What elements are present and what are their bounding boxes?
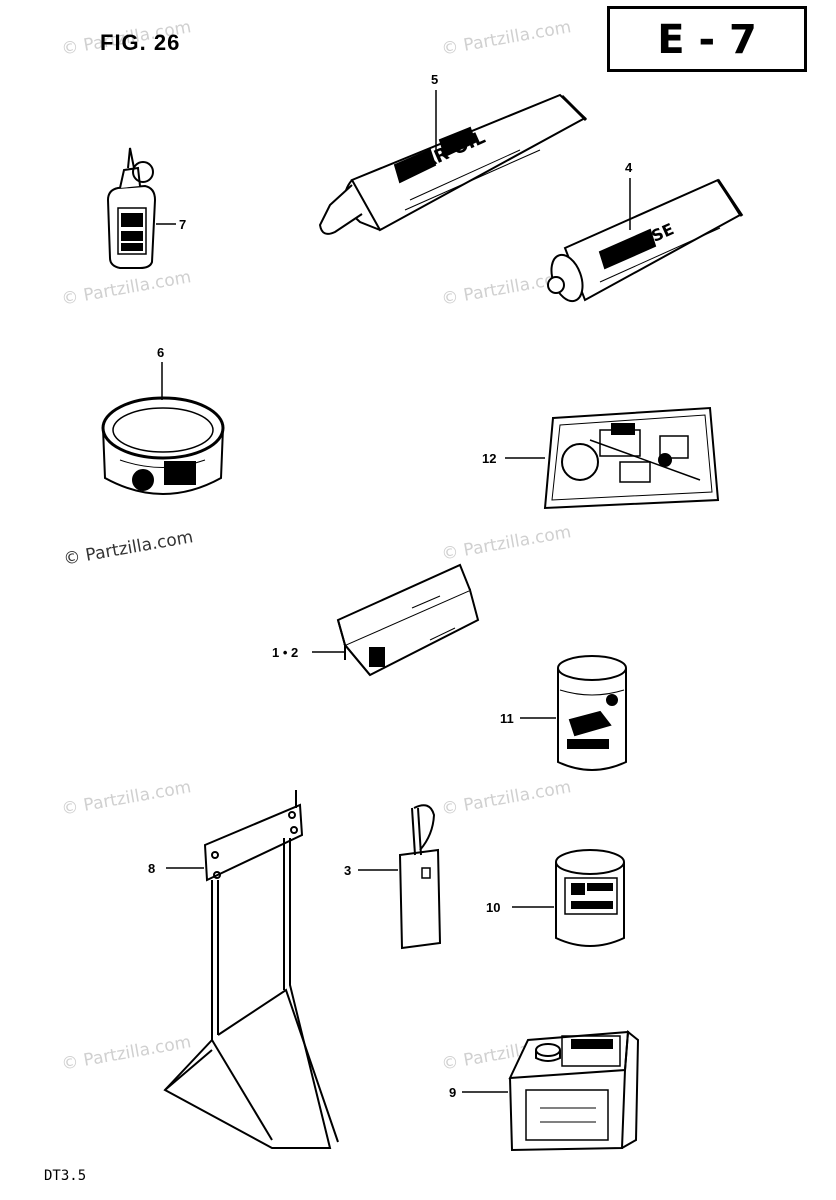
applicator-packet[interactable] — [398, 804, 442, 950]
callout-4: 4 — [625, 160, 633, 175]
oil-bottle[interactable] — [106, 147, 157, 269]
callout-7: 7 — [179, 217, 186, 232]
callout-1-2: 1 • 2 — [272, 645, 298, 660]
figure-label: FIG. 26 — [100, 30, 181, 55]
round-can[interactable] — [101, 396, 225, 495]
spark-plug-box[interactable] — [336, 563, 480, 677]
oil-can[interactable] — [508, 1030, 640, 1152]
callout-9: 9 — [449, 1085, 456, 1100]
callout-12: 12 — [482, 451, 496, 466]
callout-8: 8 — [148, 861, 155, 876]
callout-10: 10 — [486, 900, 500, 915]
section-code: E - 7 — [657, 17, 757, 63]
callout-6: 6 — [157, 345, 164, 360]
callout-11: 11 — [500, 711, 514, 726]
tall-can[interactable] — [557, 655, 627, 771]
section-code-box: E - 7 — [607, 6, 807, 72]
callout-5: 5 — [431, 72, 438, 87]
parts-kit-bag[interactable] — [543, 406, 720, 510]
gear-oil-tube[interactable]: GEAR OIL — [318, 93, 588, 235]
model-code: DT3.5 — [44, 1168, 87, 1184]
motor-stand[interactable] — [163, 790, 339, 1149]
callout-3: 3 — [344, 863, 351, 878]
small-can[interactable] — [555, 849, 625, 947]
grease-tube[interactable]: GREASE — [546, 178, 744, 305]
